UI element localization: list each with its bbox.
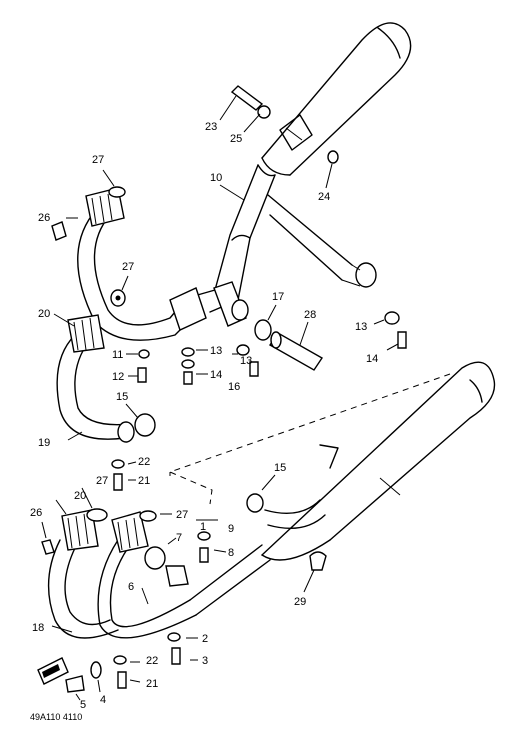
callout-3: 3 — [202, 655, 208, 667]
callout-29: 29 — [294, 596, 306, 608]
callout-27-b: 27 — [122, 261, 134, 273]
gasket-28 — [269, 331, 323, 371]
callout-7: 7 — [176, 532, 182, 544]
callout-24: 24 — [318, 191, 330, 203]
upper-joint-clamps — [169, 281, 272, 341]
callout-18: 18 — [32, 622, 44, 634]
callout-25: 25 — [230, 133, 242, 145]
upper-cross-pipe — [179, 164, 377, 313]
callout-11: 11 — [112, 349, 123, 361]
callout-12: 12 — [112, 371, 124, 383]
callout-6: 6 — [128, 581, 134, 593]
leader-lines — [41, 95, 399, 701]
callout-22-a: 22 — [138, 456, 150, 468]
callout-23: 23 — [205, 121, 217, 133]
callout-28: 28 — [304, 309, 316, 321]
callout-26-a: 26 — [38, 212, 50, 224]
callout-27-d: 27 — [176, 509, 188, 521]
lower-cross-pipe — [189, 499, 326, 616]
upper-muffler — [261, 22, 412, 176]
callout-27-a: 27 — [92, 154, 104, 166]
callout-13-c: 13 — [240, 355, 252, 367]
callout-9: 9 — [228, 523, 234, 535]
callout-20-a: 20 — [38, 308, 50, 320]
callout-1: 1 — [200, 521, 206, 533]
callout-labels: 23 25 24 10 27 26 27 20 17 28 13 14 11 1… — [30, 121, 378, 711]
callout-26-b: 26 — [30, 507, 42, 519]
callout-21-a: 21 — [138, 475, 150, 487]
callout-14-b: 14 — [210, 369, 222, 381]
upper-fasteners — [51, 85, 407, 385]
callout-8: 8 — [228, 547, 234, 559]
callout-2: 2 — [202, 633, 208, 645]
callout-13-a: 13 — [355, 321, 367, 333]
callout-16: 16 — [228, 381, 240, 393]
callout-15-a: 15 — [116, 391, 128, 403]
lower-head-pipe-left — [47, 493, 264, 639]
upper-head-pipe-right — [77, 187, 191, 341]
callout-10: 10 — [210, 172, 222, 184]
callout-13-b: 13 — [210, 345, 222, 357]
callout-21-b: 21 — [146, 678, 158, 690]
lower-fasteners — [37, 459, 327, 693]
callout-20-b: 20 — [74, 490, 86, 502]
callout-5: 5 — [80, 699, 86, 711]
lower-head-pipe-right — [97, 510, 197, 639]
callout-14-a: 14 — [366, 353, 378, 365]
lower-muffler — [261, 361, 496, 561]
callout-19: 19 — [38, 437, 50, 449]
callout-22-b: 22 — [146, 655, 158, 667]
callout-27-c: 27 — [96, 475, 108, 487]
callout-4: 4 — [100, 694, 106, 706]
upper-head-pipe-left — [56, 314, 156, 443]
figure-code: 49A110 4110 — [30, 712, 82, 722]
callout-15-b: 15 — [274, 462, 286, 474]
callout-17: 17 — [272, 291, 284, 303]
